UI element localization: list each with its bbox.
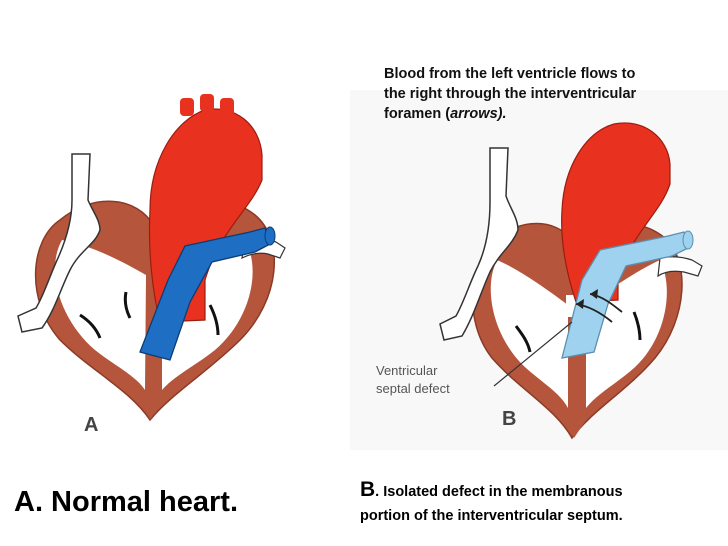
vena-cava: [439, 147, 519, 341]
caption-vsd-lead: B: [360, 478, 376, 501]
aortic-branch-3: [220, 98, 234, 116]
panel-letter-a: A: [84, 414, 99, 436]
mitral-valve: [208, 304, 220, 336]
vena-cava: [17, 153, 101, 333]
callout-line-3-prefix: foramen (: [384, 106, 451, 122]
tricuspid-valve: [514, 325, 532, 353]
vsd-label-line-1: Ventricular: [376, 363, 438, 378]
aortic-branch-1: [180, 98, 194, 116]
normal-heart-diagram: A: [0, 70, 340, 440]
mitral-valve: [632, 311, 642, 341]
aortic-branch-2: [200, 94, 214, 112]
callout-line-2: the right through the interventricular: [384, 86, 637, 102]
vsd-heart-diagram: B: [350, 90, 728, 450]
caption-normal-heart: A. Normal heart.: [14, 486, 238, 518]
vsd-label: Ventricular septal defect: [376, 362, 496, 398]
caption-vsd-rest: . Isolated defect in the membranous: [375, 484, 623, 500]
right-ventricle: [54, 240, 146, 390]
pulmonary-artery-opening: [264, 226, 276, 246]
callout-line-3: foramen (arrows).: [384, 104, 704, 124]
panel-letter-b: B: [502, 408, 517, 430]
pulmonary-artery-opening: [682, 230, 694, 250]
vsd-label-line-2: septal defect: [376, 381, 450, 396]
callout-text: Blood from the left ventricle flows to t…: [384, 64, 704, 124]
flow-arrow-1-head: [576, 299, 584, 309]
flow-arrow-2-head: [590, 289, 598, 299]
caption-vsd-line-1: B. Isolated defect in the membranous: [360, 478, 725, 504]
caption-vsd-line-2: portion of the interventricular septum.: [360, 508, 623, 524]
right-ventricle: [490, 260, 568, 408]
tricuspid-valve: [79, 313, 102, 339]
caption-vsd: B. Isolated defect in the membranous por…: [360, 478, 725, 528]
valve-mark-left: [123, 291, 132, 319]
aorta: [561, 122, 671, 303]
vsd-leader-line: [493, 321, 573, 387]
callout-line-3-italic: arrows).: [450, 106, 507, 122]
callout-line-1: Blood from the left ventricle flows to: [384, 66, 636, 82]
